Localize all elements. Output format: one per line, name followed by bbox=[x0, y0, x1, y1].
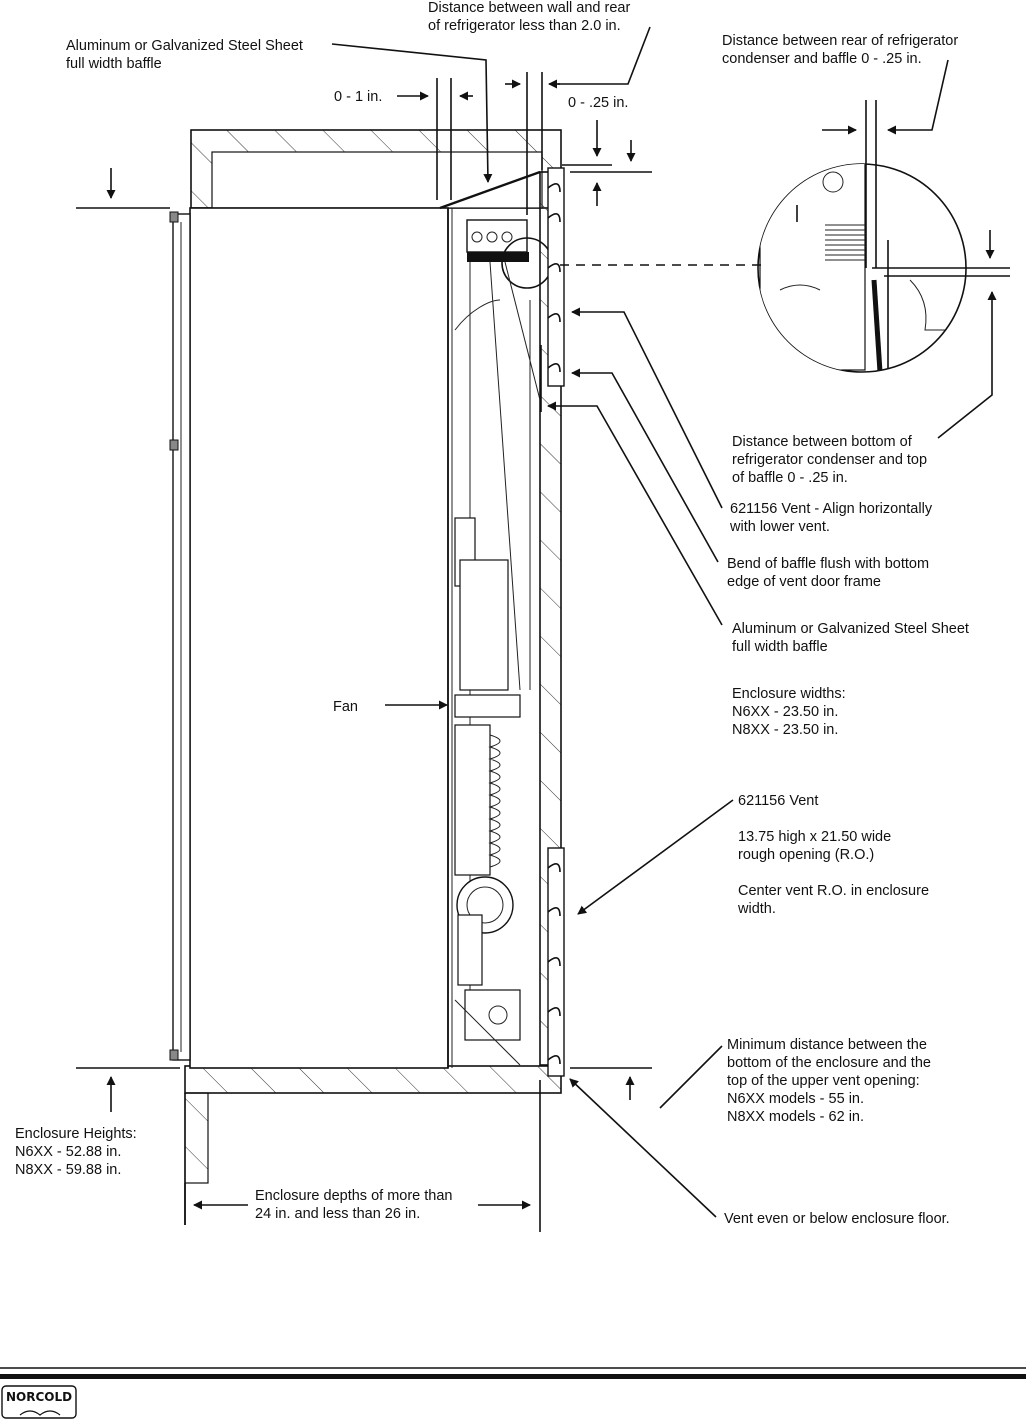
wall-distance-line-1: Distance between wall and rear bbox=[428, 0, 630, 16]
vent-spec-line-3: 13.75 high x 21.50 wide bbox=[738, 829, 891, 845]
vent-spec-line-6: Center vent R.O. in enclosure bbox=[738, 883, 929, 899]
condenser-bottom-line-3: of baffle 0 - .25 in. bbox=[732, 470, 848, 486]
callout-enclosure-widths: Enclosure widths: N6XX - 23.50 in. N8XX … bbox=[732, 686, 846, 738]
enclosure-heights-line-3: N8XX - 59.88 in. bbox=[15, 1162, 121, 1178]
callout-baffle-top: Aluminum or Galvanized Steel Sheet full … bbox=[66, 38, 303, 72]
condenser-distance-line-2: condenser and baffle 0 - .25 in. bbox=[722, 51, 922, 67]
arrows bbox=[106, 26, 997, 1218]
callout-enclosure-heights: Enclosure Heights: N6XX - 52.88 in. N8XX… bbox=[15, 1126, 137, 1178]
callout-baffle-side: Aluminum or Galvanized Steel Sheet full … bbox=[732, 621, 969, 655]
condenser-bottom-line-2: refrigerator condenser and top bbox=[732, 452, 927, 468]
min-distance-line-4: N6XX models - 55 in. bbox=[727, 1091, 864, 1107]
min-distance-line-3: top of the upper vent opening: bbox=[727, 1073, 920, 1089]
enclosure-depths-line-1: Enclosure depths of more than bbox=[255, 1188, 452, 1204]
cooling-unit bbox=[454, 219, 553, 1066]
baffle-top-line-1: Aluminum or Galvanized Steel Sheet bbox=[66, 38, 303, 54]
vent-align-line-1: 621156 Vent - Align horizontally bbox=[730, 501, 933, 517]
callout-condenser-distance: Distance between rear of refrigerator co… bbox=[722, 33, 958, 67]
callout-condenser-bottom: Distance between bottom of refrigerator … bbox=[732, 434, 927, 486]
baffle-top-line-2: full width baffle bbox=[66, 56, 162, 72]
min-distance-line-1: Minimum distance between the bbox=[727, 1037, 927, 1053]
gap-0-1-label: 0 - 1 in. bbox=[334, 89, 382, 105]
dimension-lines bbox=[76, 72, 652, 1232]
callout-min-distance: Minimum distance between the bottom of t… bbox=[727, 1037, 931, 1125]
wall-distance-line-2: of refrigerator less than 2.0 in. bbox=[428, 18, 621, 34]
callout-vent-spec: 621156 Vent 13.75 high x 21.50 wide roug… bbox=[737, 793, 929, 917]
gap-0-025-label: 0 - .25 in. bbox=[568, 95, 628, 111]
bend-baffle-line-2: edge of vent door frame bbox=[727, 574, 881, 590]
enclosure-heights-line-1: Enclosure Heights: bbox=[15, 1126, 137, 1142]
condenser-bottom-line-1: Distance between bottom of bbox=[732, 434, 913, 450]
lower-vent bbox=[547, 847, 565, 1077]
detail-magnifier bbox=[757, 100, 1010, 373]
enclosure-widths-line-3: N8XX - 23.50 in. bbox=[732, 722, 838, 738]
enclosure-heights-line-2: N6XX - 52.88 in. bbox=[15, 1144, 121, 1160]
bend-baffle-line-1: Bend of baffle flush with bottom bbox=[727, 556, 929, 572]
condenser-fins-detail bbox=[825, 224, 866, 261]
min-distance-line-2: bottom of the enclosure and the bbox=[727, 1055, 931, 1071]
enclosure-widths-line-1: Enclosure widths: bbox=[732, 686, 846, 702]
enclosure-widths-line-2: N6XX - 23.50 in. bbox=[732, 704, 838, 720]
upper-vent bbox=[540, 167, 565, 412]
baffle-side-line-2: full width baffle bbox=[732, 639, 828, 655]
vent-spec-line-7: width. bbox=[737, 901, 776, 917]
callout-vent-align: 621156 Vent - Align horizontally with lo… bbox=[729, 501, 933, 535]
refrigerator-cabinet bbox=[169, 207, 453, 1069]
fan-label: Fan bbox=[333, 699, 358, 715]
logo-text: NORCOLD bbox=[6, 1390, 72, 1404]
vent-align-line-2: with lower vent. bbox=[729, 519, 830, 535]
enclosure-depths-line-2: 24 in. and less than 26 in. bbox=[255, 1206, 420, 1222]
condenser-distance-line-1: Distance between rear of refrigerator bbox=[722, 33, 958, 49]
callout-enclosure-depths: Enclosure depths of more than 24 in. and… bbox=[255, 1188, 452, 1222]
norcold-logo: NORCOLD bbox=[1, 1385, 77, 1419]
top-baffle bbox=[439, 170, 541, 210]
baffle-side-line-1: Aluminum or Galvanized Steel Sheet bbox=[732, 621, 969, 637]
callout-wall-distance: Distance between wall and rear of refrig… bbox=[428, 0, 630, 34]
vent-spec-line-1: 621156 Vent bbox=[738, 793, 818, 809]
callout-bend-baffle: Bend of baffle flush with bottom edge of… bbox=[727, 556, 929, 590]
vent-floor-label: Vent even or below enclosure floor. bbox=[724, 1211, 950, 1227]
footer: NORCOLD bbox=[0, 1367, 1026, 1419]
min-distance-line-5: N8XX models - 62 in. bbox=[727, 1109, 864, 1125]
condenser-fins bbox=[488, 734, 501, 868]
vent-spec-line-4: rough opening (R.O.) bbox=[738, 847, 874, 863]
